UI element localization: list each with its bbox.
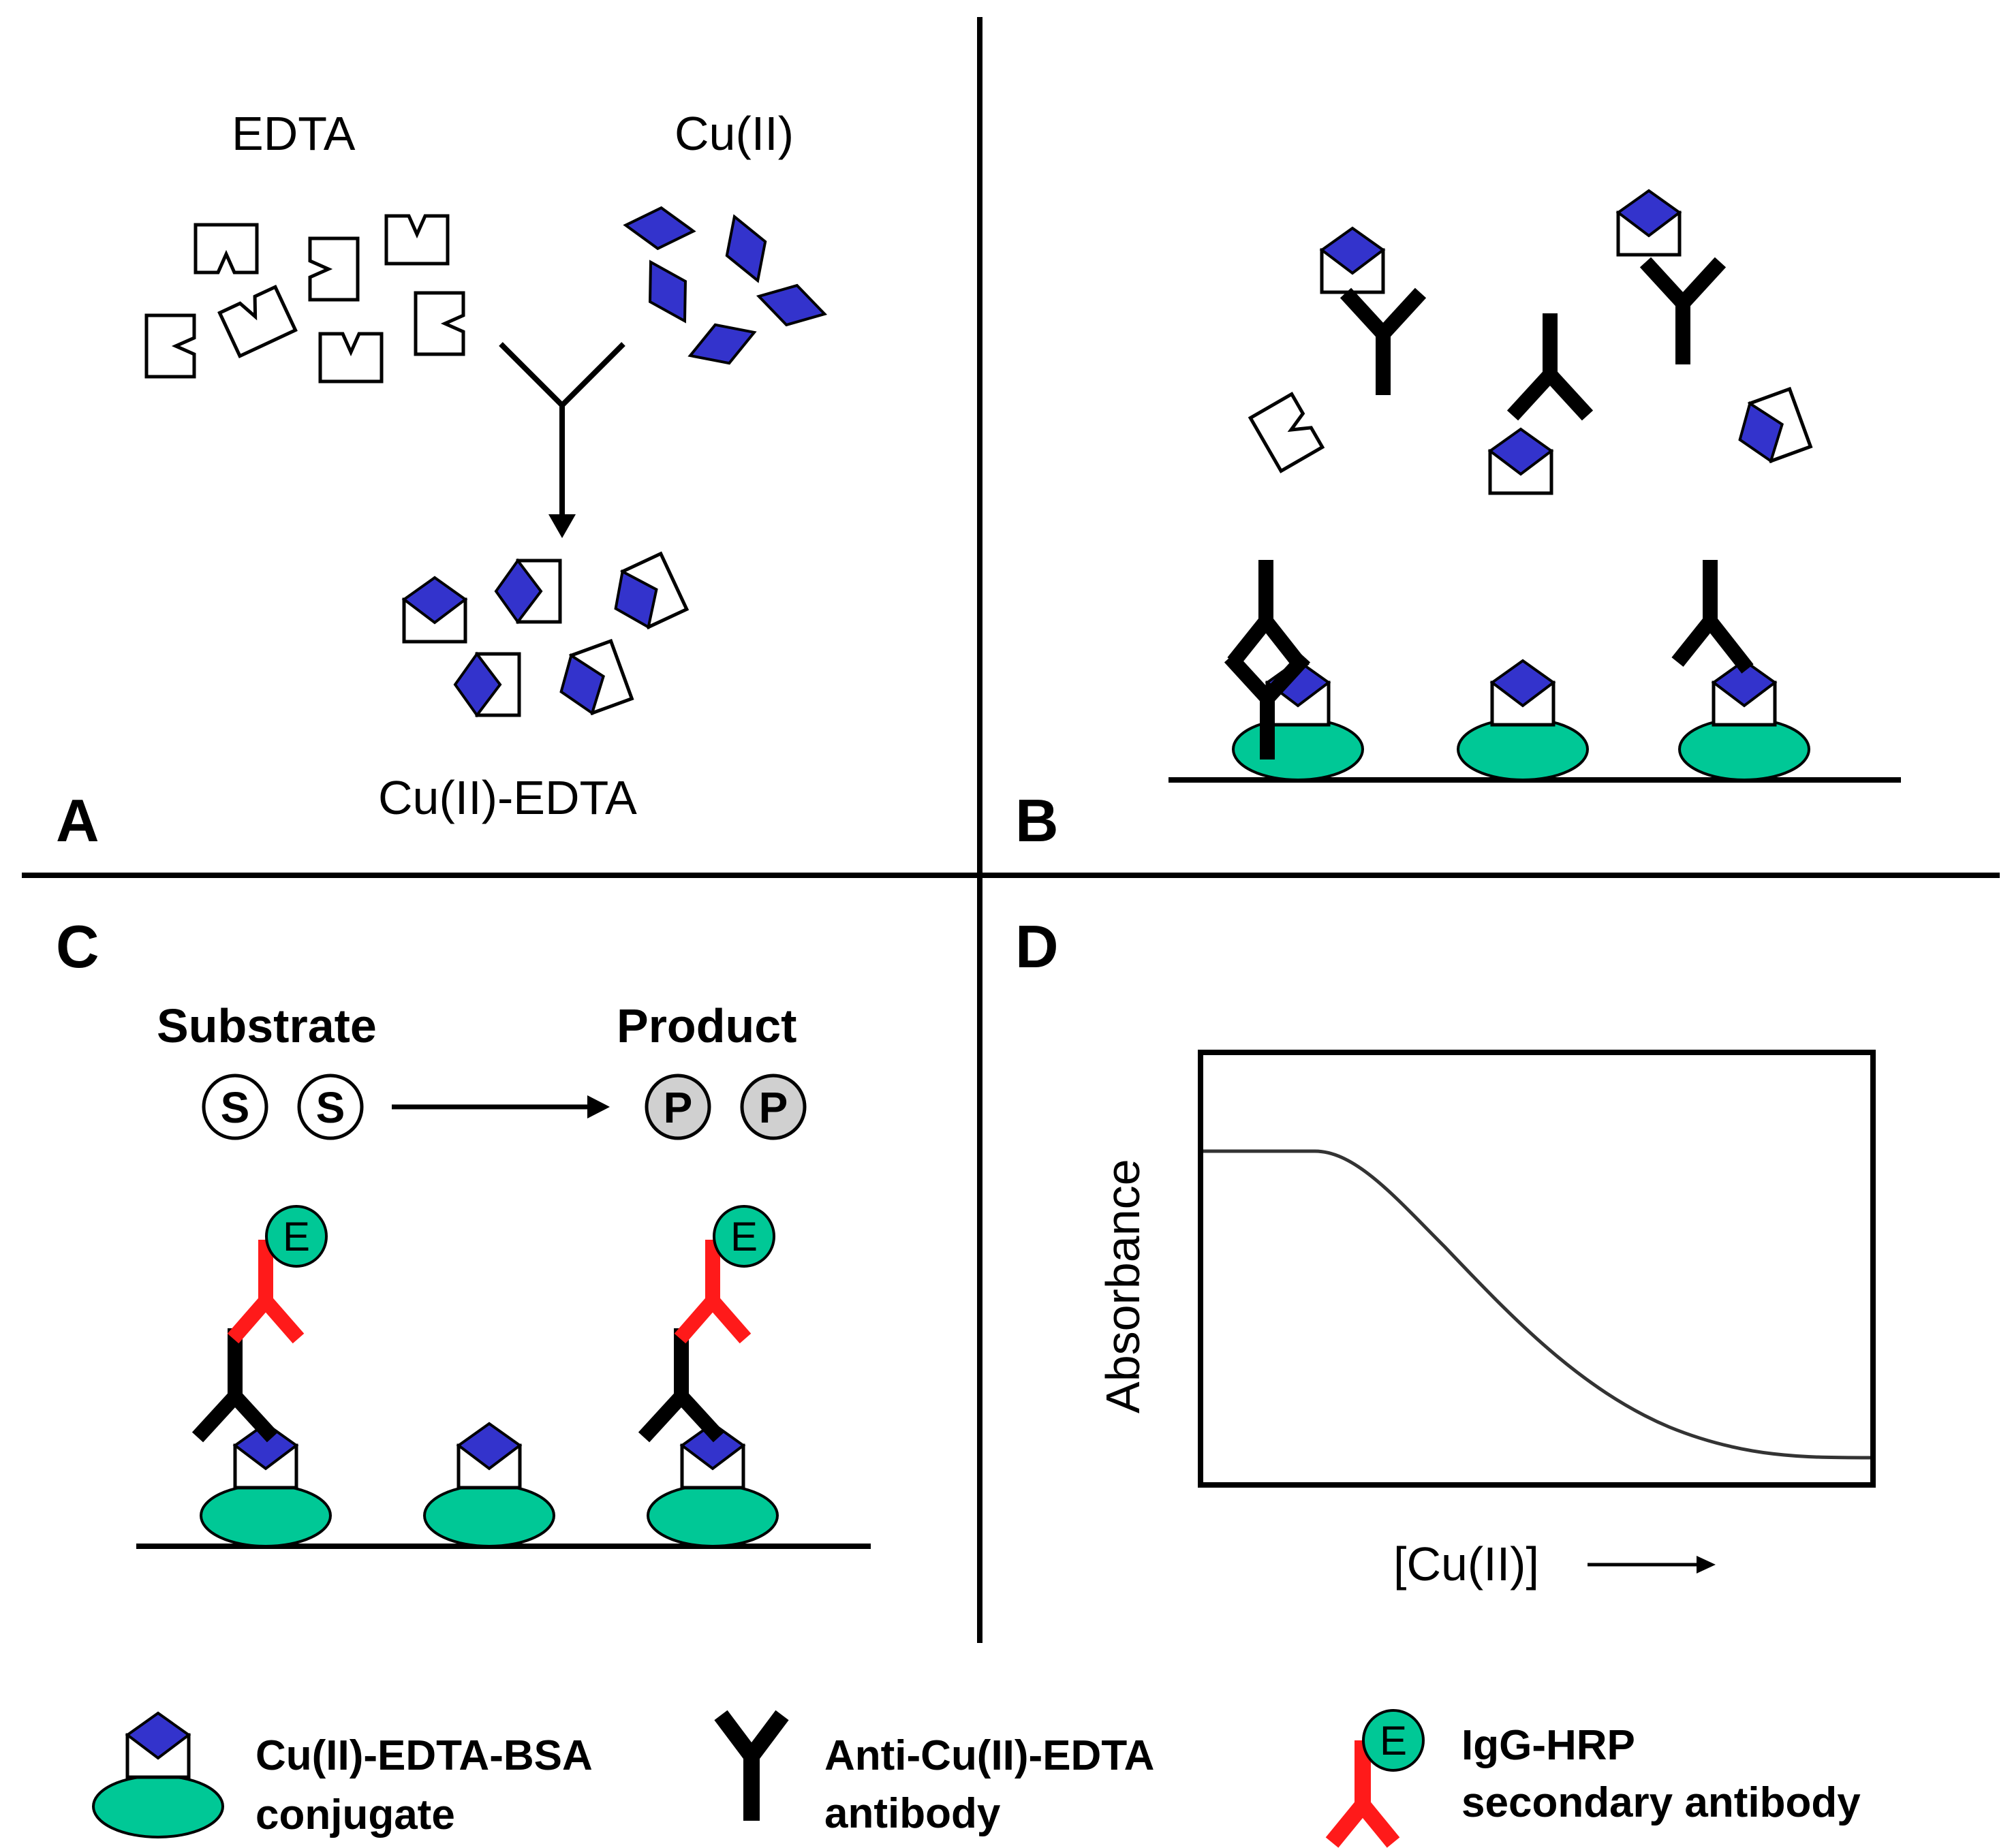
cu-edta-label: Cu(II)-EDTA (378, 771, 637, 824)
legend-enzyme-symbol: E (1380, 1718, 1407, 1764)
substrate-symbols: S S (202, 1074, 364, 1140)
copper-ions (622, 203, 832, 377)
legend-secondary-line2: secondary antibody (1461, 1779, 1861, 1826)
panel-a: A EDTA Cu(II) Cu(II)-EDTA (56, 107, 832, 854)
absorbance-axis-label: Absorbance (1096, 1159, 1149, 1413)
legend-conjugate-line2: conjugate (256, 1791, 455, 1838)
edta-molecules (146, 216, 463, 381)
absorbance-curve (1203, 1149, 1871, 1460)
cu-axis-label: [Cu(II)] (1393, 1537, 1539, 1591)
edta-label: EDTA (232, 107, 356, 160)
plate-surface-c: E E (136, 1205, 871, 1549)
panel-d: D Absorbance [Cu(II)] (1015, 913, 1876, 1591)
substrate-symbol-2: S (316, 1083, 345, 1132)
cu-label: Cu(II) (675, 107, 794, 160)
panel-c: C Substrate Product S S P P (56, 913, 871, 1549)
legend-antibody-line2: antibody (824, 1790, 1001, 1837)
enzyme-symbol-1: E (283, 1214, 310, 1259)
legend-conjugate-symbol (92, 1713, 224, 1838)
legend: Cu(II)-EDTA-BSA conjugate Anti-Cu(II)-ED… (92, 1709, 1861, 1848)
legend-secondary-line1: IgG-HRP (1461, 1722, 1635, 1769)
quadrant-dividers (22, 17, 2000, 1643)
substrate-label: Substrate (157, 999, 377, 1052)
free-complexes (1250, 191, 1810, 493)
product-symbol-2: P (759, 1083, 788, 1132)
panel-b-letter: B (1015, 787, 1059, 854)
legend-antibody-symbol (714, 1710, 789, 1821)
plot-frame (1198, 1050, 1876, 1488)
legend-antibody-line1: Anti-Cu(II)-EDTA (824, 1732, 1154, 1779)
cu-edta-complexes (404, 554, 687, 721)
legend-secondary-symbol: E (1325, 1709, 1425, 1848)
substrate-symbol-1: S (221, 1083, 250, 1132)
product-symbol-1: P (664, 1083, 693, 1132)
panel-a-letter: A (56, 787, 99, 854)
panel-b: B (1015, 191, 1901, 854)
panel-d-letter: D (1015, 913, 1059, 980)
x-axis-arrow (1588, 1556, 1716, 1573)
reaction-arrow (392, 1095, 610, 1118)
merge-arrow (499, 342, 625, 538)
plate-surface (1168, 560, 1901, 783)
enzyme-symbol-2: E (730, 1214, 758, 1259)
product-label: Product (617, 999, 796, 1052)
legend-conjugate-line1: Cu(II)-EDTA-BSA (256, 1732, 593, 1779)
product-symbols: P P (645, 1074, 807, 1140)
panel-c-letter: C (56, 913, 99, 980)
